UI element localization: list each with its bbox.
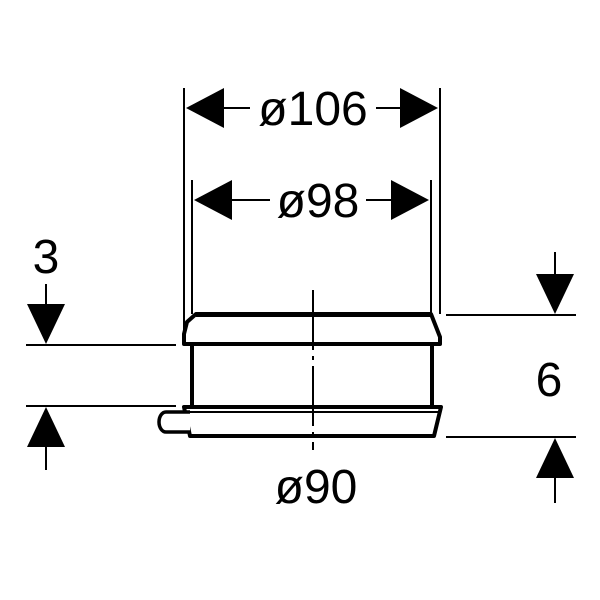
- arrow-up-icon: [536, 438, 574, 478]
- dim-gap: 3: [26, 231, 176, 470]
- dim-outer-diameter: ø106: [183, 83, 441, 342]
- side-pin: [157, 410, 190, 434]
- gap-label: 3: [33, 231, 60, 284]
- outer-diameter-label: ø106: [258, 83, 367, 136]
- dim-height: 6: [446, 252, 576, 503]
- part-body: [157, 290, 443, 450]
- arrow-right-icon: [400, 88, 438, 128]
- arrow-right-icon: [391, 180, 429, 220]
- arrow-down-icon: [27, 304, 65, 344]
- arrow-down-icon: [536, 274, 574, 314]
- top-rim: [182, 312, 442, 346]
- height-label: 6: [536, 354, 563, 407]
- arrow-left-icon: [194, 180, 232, 220]
- base-diameter-label: ø90: [275, 461, 358, 514]
- inner-diameter-label: ø98: [277, 175, 360, 228]
- arrow-up-icon: [27, 407, 65, 447]
- dim-inner-diameter: ø98: [191, 175, 432, 314]
- arrow-left-icon: [186, 88, 224, 128]
